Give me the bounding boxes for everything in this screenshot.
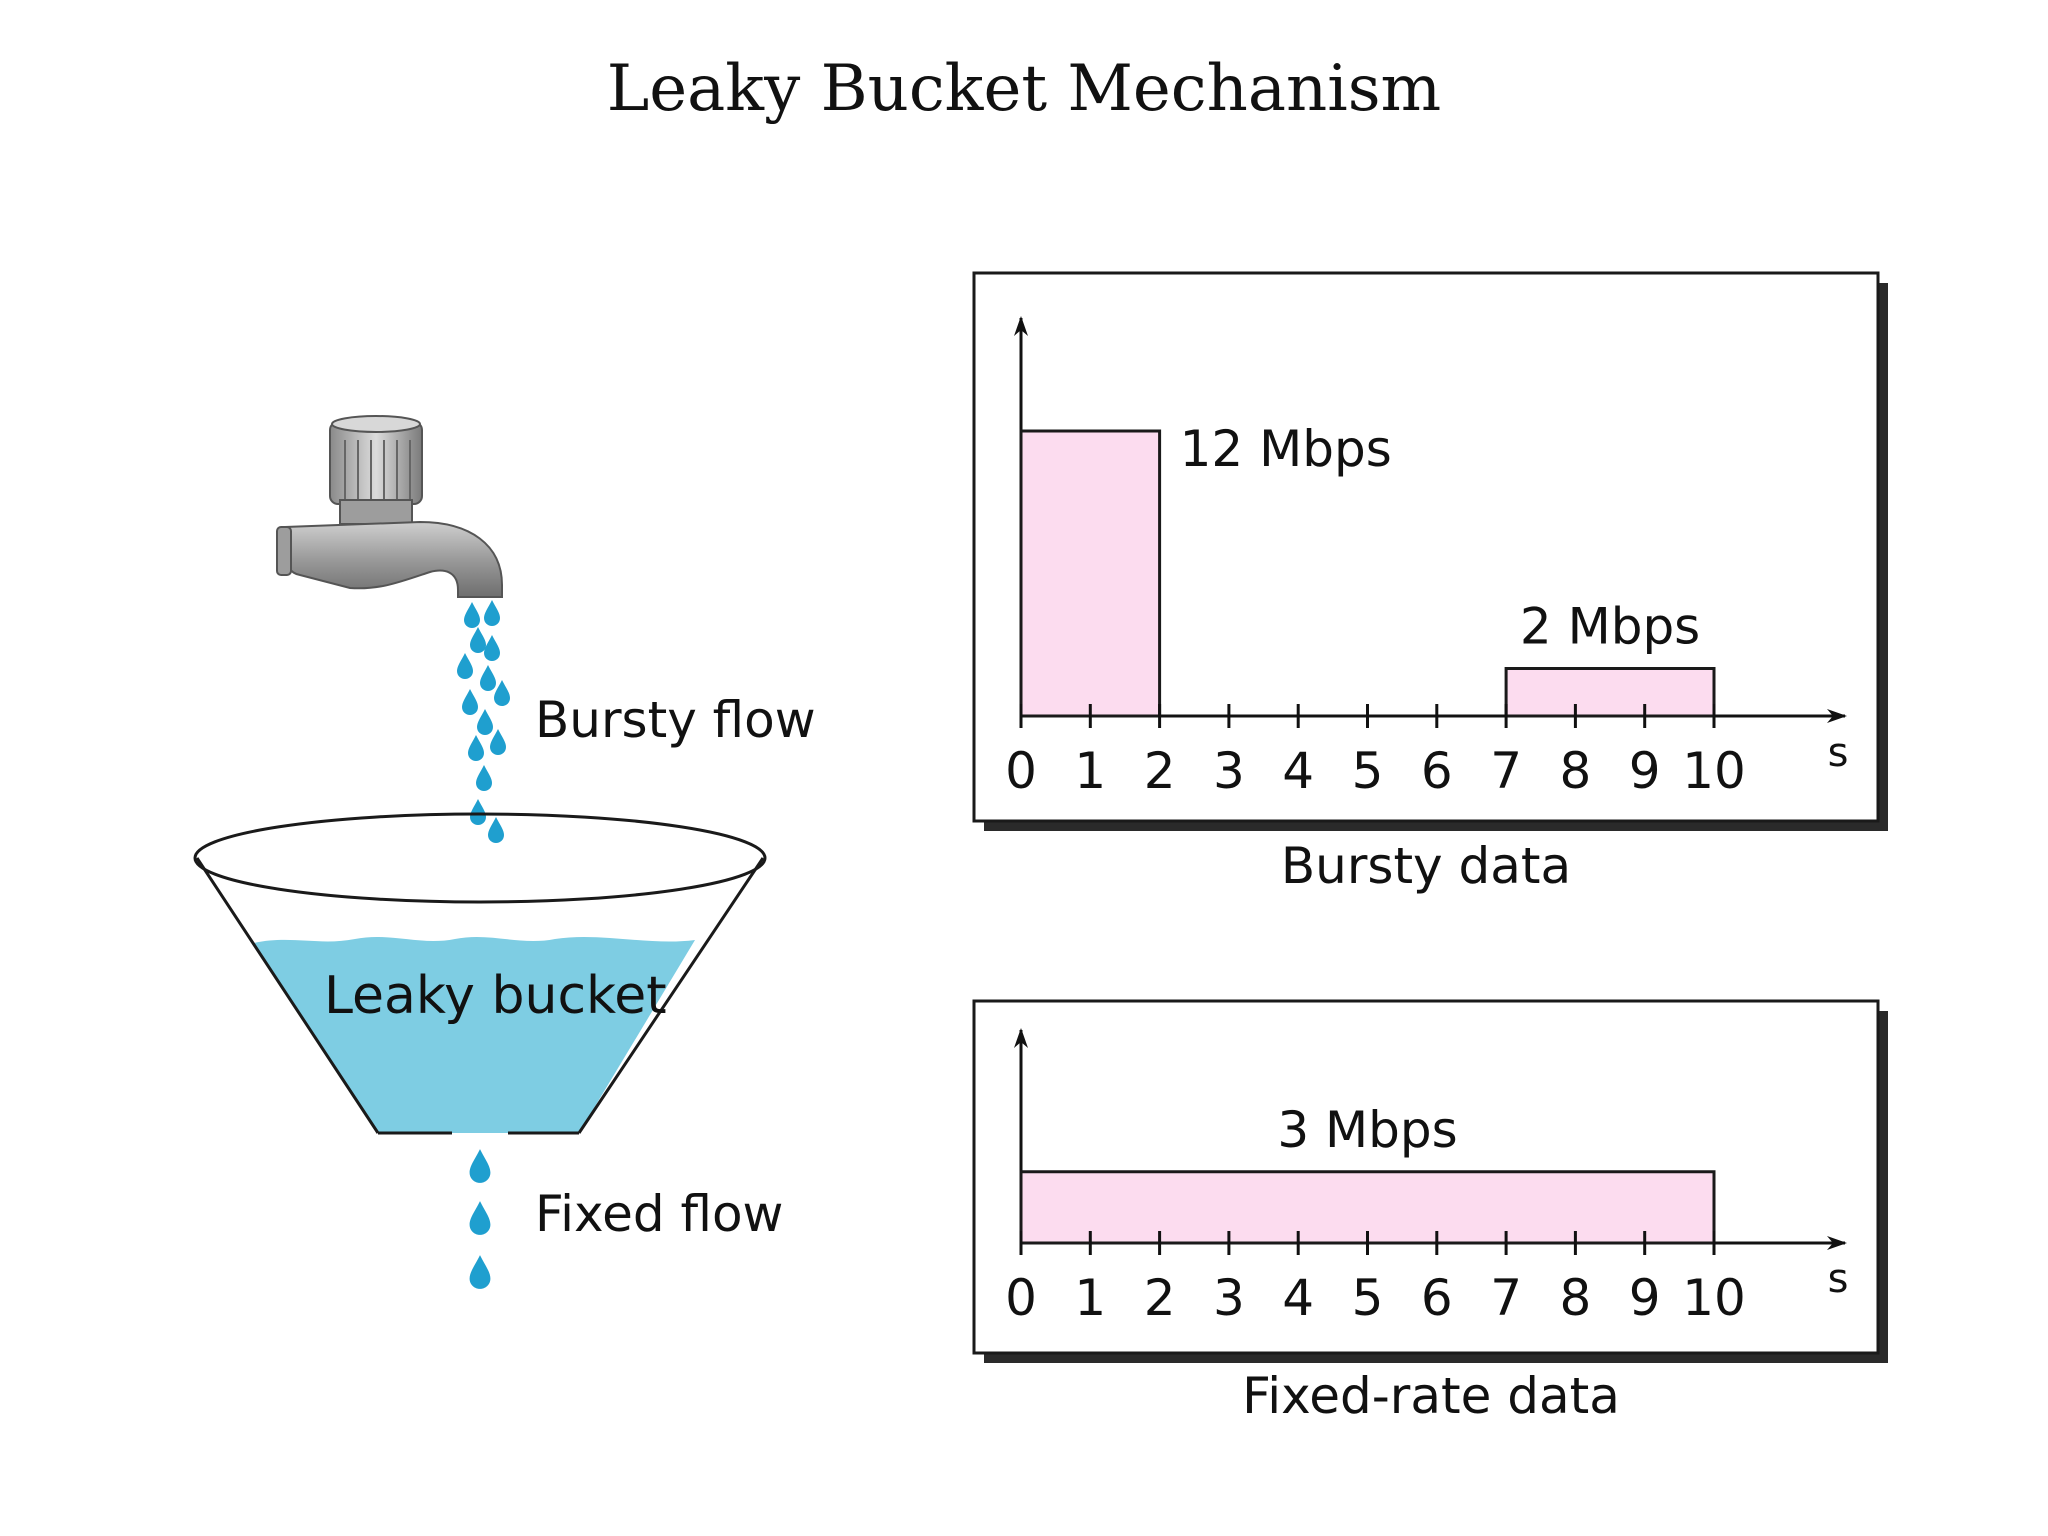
leaky-bucket-label: Leaky bucket xyxy=(324,966,667,1026)
x-tick-label: 2 xyxy=(1144,1269,1176,1327)
bursty-drops xyxy=(457,600,510,843)
water-drop-icon xyxy=(484,600,500,626)
x-tick-label: 0 xyxy=(1005,1269,1037,1327)
water-drop-icon xyxy=(469,1255,491,1289)
x-tick-label: 1 xyxy=(1074,1269,1106,1327)
x-tick-label: 9 xyxy=(1629,742,1661,800)
x-tick-label: 7 xyxy=(1490,742,1522,800)
x-axis-unit: s xyxy=(1828,1256,1849,1302)
water-drop-icon xyxy=(457,653,473,679)
x-tick-label: 4 xyxy=(1282,742,1314,800)
x-tick-label: 10 xyxy=(1682,1269,1746,1327)
water-drop-icon xyxy=(464,602,480,628)
leaky-bucket xyxy=(193,812,767,1135)
water-drop-icon xyxy=(484,635,500,661)
bar-1 xyxy=(1504,667,1716,718)
water-drop-icon xyxy=(477,709,493,735)
bursty-data-caption: Bursty data xyxy=(1281,837,1571,895)
x-tick-label: 8 xyxy=(1559,742,1591,800)
water-drop-icon xyxy=(470,627,486,653)
x-tick-label: 4 xyxy=(1282,1269,1314,1327)
fixed-flow-label: Fixed flow xyxy=(535,1185,783,1243)
x-tick-label: 6 xyxy=(1421,1269,1453,1327)
water-drop-icon xyxy=(469,1201,491,1235)
water-drop-icon xyxy=(490,729,506,755)
fixed-drops xyxy=(469,1149,491,1289)
page-title: Leaky Bucket Mechanism xyxy=(606,52,1442,126)
water-drop-icon xyxy=(488,817,504,843)
x-tick-label: 3 xyxy=(1213,742,1245,800)
x-tick-label: 5 xyxy=(1352,742,1384,800)
bar-label-1: 2 Mbps xyxy=(1520,598,1700,656)
faucet-icon xyxy=(276,415,503,598)
bar-label-0: 12 Mbps xyxy=(1180,420,1392,478)
water-drop-icon xyxy=(470,799,486,825)
bursty-flow-label: Bursty flow xyxy=(535,691,816,749)
x-tick-label: 10 xyxy=(1682,742,1746,800)
x-tick-label: 8 xyxy=(1559,1269,1591,1327)
x-tick-label: 6 xyxy=(1421,742,1453,800)
bar-label-0: 3 Mbps xyxy=(1277,1101,1457,1159)
water-drop-icon xyxy=(468,735,484,761)
x-tick-label: 9 xyxy=(1629,1269,1661,1327)
x-tick-label: 2 xyxy=(1144,742,1176,800)
water-drop-icon xyxy=(476,765,492,791)
x-tick-label: 1 xyxy=(1074,742,1106,800)
fixed-rate-data-caption: Fixed-rate data xyxy=(1242,1367,1620,1425)
x-tick-label: 3 xyxy=(1213,1269,1245,1327)
water-drop-icon xyxy=(469,1149,491,1183)
x-tick-label: 5 xyxy=(1352,1269,1384,1327)
bar-0 xyxy=(1019,429,1162,718)
x-tick-label: 0 xyxy=(1005,742,1037,800)
x-tick-label: 7 xyxy=(1490,1269,1522,1327)
water-drop-icon xyxy=(462,689,478,715)
water-drop-icon xyxy=(494,680,510,706)
x-axis-unit: s xyxy=(1828,730,1849,776)
water-drop-icon xyxy=(480,665,496,691)
